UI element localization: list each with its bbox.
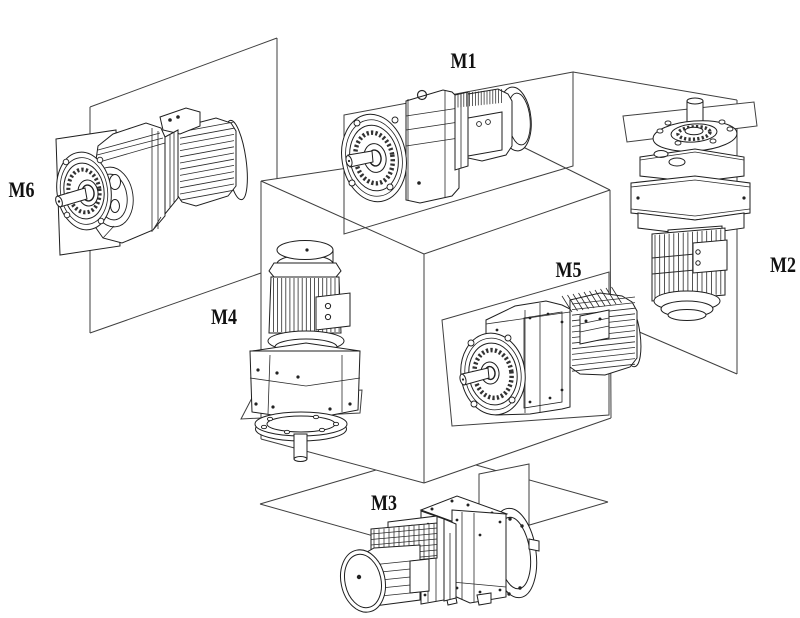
svg-text:M5: M5 xyxy=(556,257,582,282)
svg-text:M1: M1 xyxy=(451,48,477,73)
svg-text:M2: M2 xyxy=(770,252,796,277)
svg-text:M6: M6 xyxy=(9,177,35,202)
svg-text:M3: M3 xyxy=(371,490,397,515)
svg-text:M4: M4 xyxy=(211,304,237,329)
